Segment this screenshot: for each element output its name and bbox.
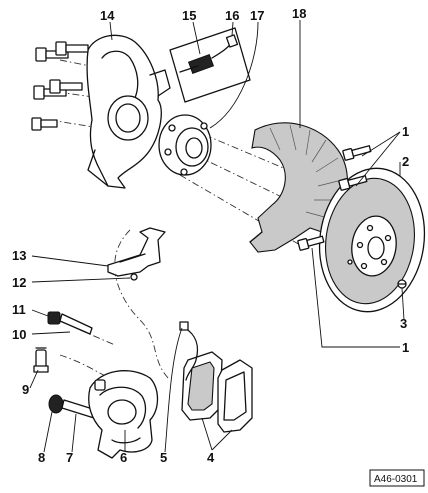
callout-labels: 1 2 3 1 4 5 6 7 8 9 10 11 12 13 14 15 16… xyxy=(12,6,409,465)
callout-4: 4 xyxy=(207,450,215,465)
brake-pads xyxy=(181,351,253,433)
callout-16: 16 xyxy=(225,8,239,23)
callout-11: 11 xyxy=(12,302,26,317)
disc-screw xyxy=(397,279,407,289)
callout-2: 2 xyxy=(402,154,409,169)
callout-9: 9 xyxy=(22,382,29,397)
leader-lines xyxy=(29,20,405,453)
callout-10: 10 xyxy=(12,327,26,342)
callout-18: 18 xyxy=(292,6,306,21)
callout-5: 5 xyxy=(160,450,167,465)
bolt-middle-right xyxy=(49,79,83,94)
bolt-upper-right xyxy=(55,41,89,56)
bolt-lower xyxy=(31,117,58,131)
callout-14: 14 xyxy=(100,8,115,23)
sensor-inset xyxy=(169,27,251,103)
callout-1-upper: 1 xyxy=(402,124,409,139)
protective-sleeve xyxy=(33,347,49,373)
wheel-hub xyxy=(158,114,212,176)
callout-8: 8 xyxy=(38,450,45,465)
housing-bolts xyxy=(31,41,89,131)
callout-1-lower: 1 xyxy=(402,340,409,355)
callout-13: 13 xyxy=(12,248,26,263)
wear-indicator-cable xyxy=(179,321,199,381)
brake-caliper xyxy=(88,370,159,459)
wheel-bearing-housing xyxy=(86,34,171,189)
reference-code-box: A46-0301 xyxy=(369,469,425,487)
callout-6: 6 xyxy=(120,450,127,465)
brake-disc xyxy=(318,167,426,313)
guide-bolt-upper xyxy=(47,311,93,335)
callout-17: 17 xyxy=(250,8,264,23)
guide-bolt-lower xyxy=(48,394,97,419)
callout-12: 12 xyxy=(12,275,26,290)
bracket xyxy=(107,227,166,281)
reference-code: A46-0301 xyxy=(374,474,418,485)
callout-15: 15 xyxy=(182,8,196,23)
callout-3: 3 xyxy=(400,316,407,331)
callout-7: 7 xyxy=(66,450,73,465)
